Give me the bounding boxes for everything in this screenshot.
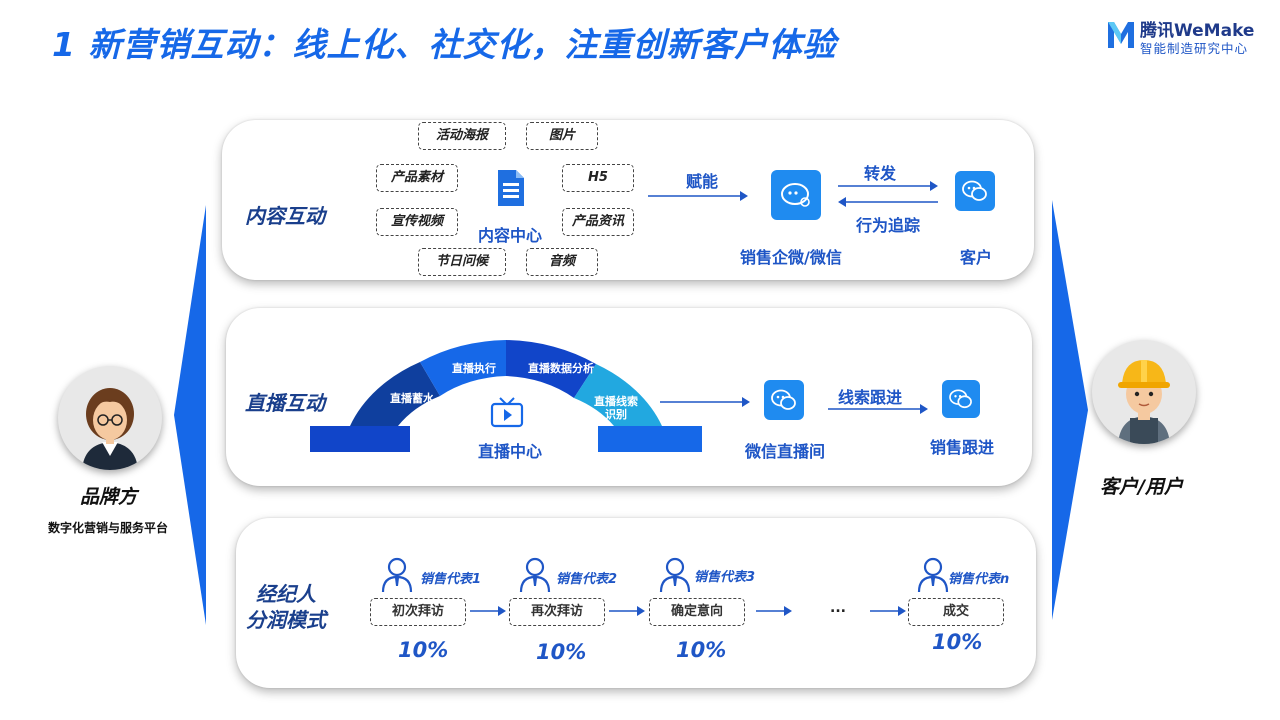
arrow-step-1: [470, 606, 506, 616]
broker-label-line1: 经纪人: [256, 582, 316, 606]
document-icon: [498, 170, 524, 206]
arrow-empower: [648, 191, 748, 201]
logo-text-line2: 智能制造研究中心: [1140, 41, 1249, 56]
wechat-live-room-label: 微信直播间: [745, 442, 826, 461]
sales-rep-icon: [659, 557, 691, 593]
sales-channel-label: 销售企微/微信: [740, 248, 842, 267]
arrow-step-2: [609, 606, 645, 616]
wemake-logo: 腾讯WeMake 智能制造研究中心: [1106, 16, 1256, 60]
left-chevron-bar: [174, 205, 206, 625]
sales-rep-icon: [381, 557, 413, 593]
live-room-wechat-box: [764, 380, 804, 420]
brand-subtitle: 数字化营销与服务平台: [48, 521, 169, 535]
arc-segment-analysis: 直播数据分析: [528, 362, 594, 375]
sales-follow-wechat-box: [942, 380, 980, 418]
live-label: 直播互动: [245, 391, 325, 415]
client-wechat-box: [955, 171, 995, 211]
step-2-percent: 10%: [536, 640, 587, 664]
step-second-visit: 再次拜访: [509, 598, 605, 626]
live-arc-diagram: [310, 340, 702, 452]
rep-n-label: 销售代表n: [948, 572, 1010, 587]
tag-image: 图片: [526, 122, 598, 150]
lead-follow-label: 线索跟进: [838, 388, 903, 407]
woman-avatar-icon: [82, 388, 138, 470]
wechat-icon: [949, 389, 972, 409]
arrow-track: [838, 197, 938, 207]
forward-label: 转发: [864, 164, 897, 183]
worker-avatar-icon: [1118, 360, 1170, 444]
rep-2-label: 销售代表2: [556, 572, 618, 587]
content-center-label: 内容中心: [478, 226, 543, 245]
sales-rep-icon: [917, 557, 949, 593]
arc-segment-lead-identify: 直播线索识别: [594, 395, 638, 421]
empower-label: 赋能: [686, 172, 719, 191]
customer-name: 客户/用户: [1100, 476, 1183, 498]
step-confirm-intent: 确定意向: [649, 598, 745, 626]
right-chevron-bar: [1052, 200, 1088, 620]
arrow-lead-follow: [828, 404, 928, 414]
tag-holiday-greeting: 节日问候: [418, 248, 506, 276]
wechat-work-icon: [781, 183, 810, 207]
arrow-step-n: [870, 606, 906, 616]
tag-h5: H5: [562, 164, 634, 192]
content-interaction-panel: [222, 120, 1034, 280]
sales-rep-icon: [519, 557, 551, 593]
broker-panel: [236, 518, 1036, 688]
tag-product-news: 产品资讯: [562, 208, 634, 236]
customer-avatar: [1092, 340, 1196, 444]
arrow-forward: [838, 181, 938, 191]
sales-follow-label: 销售跟进: [930, 438, 995, 457]
tag-activity-poster: 活动海报: [418, 122, 506, 150]
arc-segment-warmup: 直播蓄水: [390, 392, 434, 405]
rep-1-label: 销售代表1: [420, 572, 482, 587]
tag-promo-video: 宣传视频: [376, 208, 458, 236]
wemake-logo-icon: [1108, 22, 1134, 48]
client-label: 客户: [960, 248, 993, 267]
sales-wechat-box: [771, 170, 821, 220]
tag-product-material: 产品素材: [376, 164, 458, 192]
page-title: 1 新营销互动：线上化、社交化，注重创新客户体验: [52, 25, 837, 64]
live-center-label: 直播中心: [478, 442, 543, 461]
tv-icon: [490, 397, 524, 428]
content-label: 内容互动: [245, 204, 325, 228]
brand-name: 品牌方: [80, 486, 138, 508]
tag-audio: 音频: [526, 248, 598, 276]
step-n-percent: 10%: [932, 630, 983, 654]
step-first-visit: 初次拜访: [370, 598, 466, 626]
brand-avatar: [58, 366, 162, 470]
arc-segment-execution: 直播执行: [452, 362, 496, 375]
arrow-live-room: [660, 397, 750, 407]
wechat-icon: [962, 180, 987, 201]
step-ellipsis: ...: [830, 600, 846, 616]
step-1-percent: 10%: [398, 638, 449, 662]
wechat-icon: [771, 389, 796, 410]
arrow-step-3: [756, 606, 792, 616]
behavior-track-label: 行为追踪: [856, 216, 921, 235]
step-3-percent: 10%: [676, 638, 727, 662]
logo-text-line1: 腾讯WeMake: [1140, 21, 1255, 41]
step-deal-closed: 成交: [908, 598, 1004, 626]
broker-label-line2: 分润模式: [246, 608, 326, 632]
rep-3-label: 销售代表3: [694, 570, 756, 585]
